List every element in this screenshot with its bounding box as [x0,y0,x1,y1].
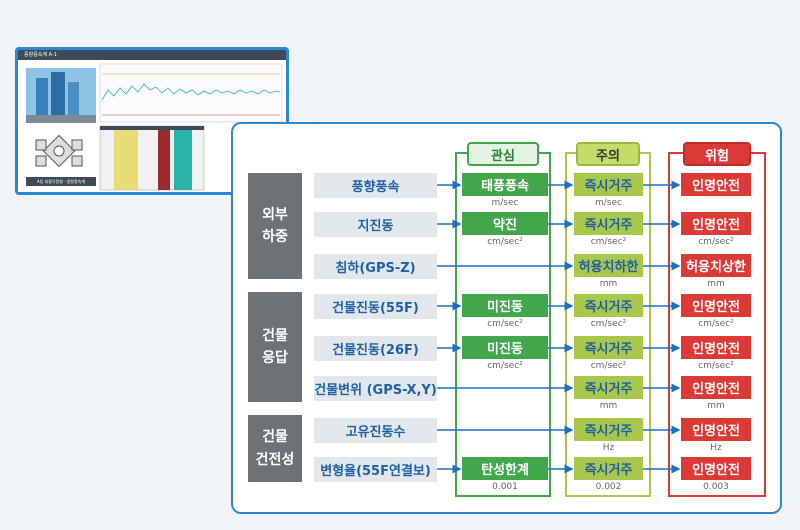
danger-unit: mm [707,401,725,411]
concern-unit: m/sec [491,198,519,208]
concern-box: 태풍풍속 [462,173,548,196]
header-concern: 관심 [467,142,539,166]
concern-box: 탄성한계 [462,457,548,480]
danger-box: 인명안전 [681,336,751,359]
caution-unit: 0.002 [595,482,622,492]
concern-box: 약진 [462,212,548,235]
thumbnail-title: 풍향풍속계 A-1 [18,50,286,60]
caution-box: 즉시거주 [574,173,643,196]
caution-box: 즉시거주 [574,418,643,441]
thumbnail-caption: A동 외팔각풍향 · 풍향풍속계 [26,177,96,186]
concern-unit: cm/sec² [487,319,523,329]
danger-unit: mm [707,279,725,289]
concern-unit: cm/sec² [487,361,523,371]
danger-box: 인명안전 [681,376,751,399]
row-item-label: 건물진동(26F) [314,336,437,361]
caution-box: 즉시거주 [574,212,643,235]
row-item-label: 침하(GPS-Z) [314,254,437,279]
caution-box: 즉시거주 [574,376,643,399]
danger-unit: cm/sec² [698,361,734,371]
concern-unit: cm/sec² [487,237,523,247]
row-item-label: 변형율(55F연결보) [314,457,437,482]
danger-box: 인명안전 [681,457,751,480]
monitoring-thumbnail: 풍향풍속계 A-1 A동 외팔각풍향 · 풍향풍속계 [15,47,289,195]
caution-unit: Hz [602,443,615,453]
caution-unit: mm [599,279,618,289]
caution-box: 즉시거주 [574,336,643,359]
danger-unit: cm/sec² [698,237,734,247]
caution-box: 허용치하한 [574,254,643,277]
concern-box: 미진동 [462,336,548,359]
row-item-label: 고유진동수 [314,418,437,443]
danger-box: 허용치상한 [681,254,751,277]
danger-unit: cm/sec² [698,319,734,329]
thumbnail-content [26,63,283,191]
header-danger: 위험 [683,142,751,166]
concern-box: 미진동 [462,294,548,317]
danger-box: 인명안전 [681,212,751,235]
caution-box: 즉시거주 [574,457,643,480]
header-caution: 주의 [576,142,640,166]
caution-unit: cm/sec² [590,361,627,371]
danger-unit: 0.003 [703,482,729,492]
caution-unit: cm/sec² [590,237,627,247]
row-item-label: 건물변위 (GPS-X,Y) [314,376,437,401]
danger-box: 인명안전 [681,294,751,317]
caution-unit: m/sec [595,198,622,208]
danger-unit: Hz [710,443,722,453]
row-item-label: 풍향풍속 [314,173,437,198]
danger-box: 인명안전 [681,418,751,441]
row-item-label: 지진동 [314,212,437,237]
row-item-label: 건물진동(55F) [314,294,437,319]
caution-unit: mm [599,401,618,411]
concern-unit: 0.001 [492,482,518,492]
danger-box: 인명안전 [681,173,751,196]
caution-box: 즉시거주 [574,294,643,317]
caution-unit: cm/sec² [590,319,627,329]
